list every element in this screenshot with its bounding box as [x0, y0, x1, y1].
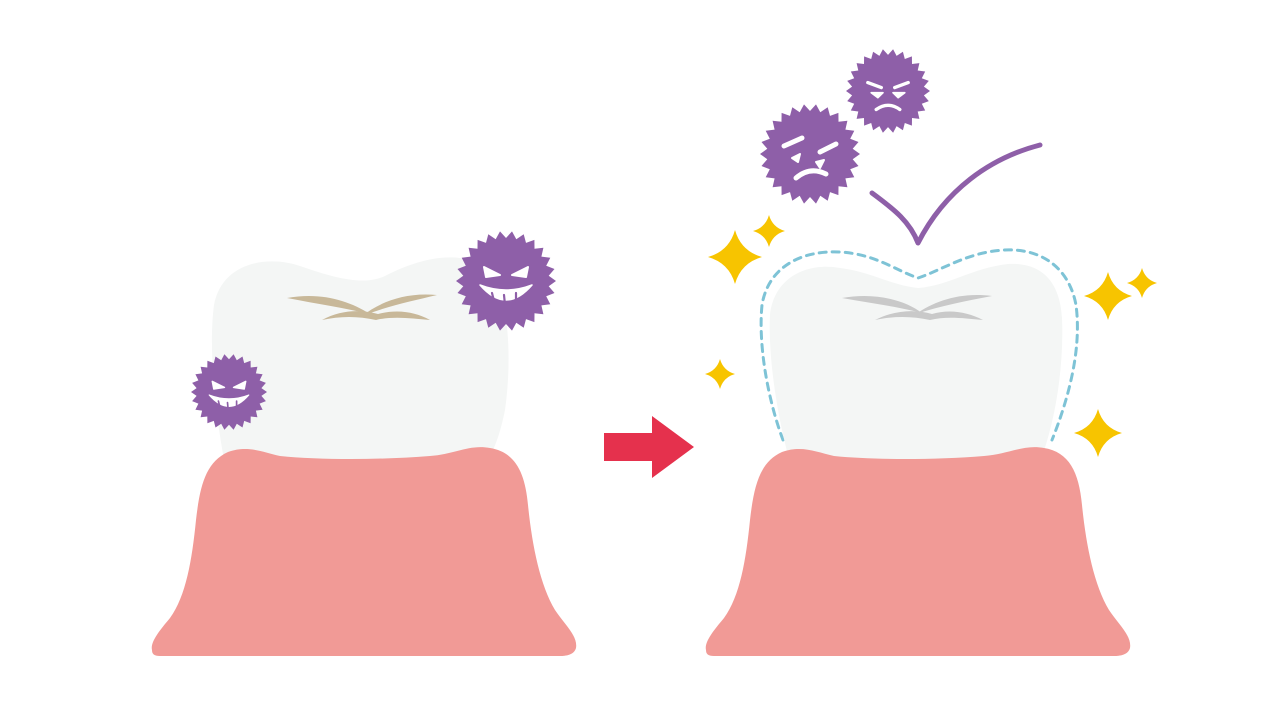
sparkle-icon — [1084, 272, 1132, 320]
sparkle-icon — [705, 359, 735, 389]
sparkle-icon — [1074, 409, 1122, 457]
sparkle-icon — [1127, 268, 1157, 298]
right-arrow-icon — [604, 416, 694, 478]
before-panel — [151, 231, 577, 656]
after-panel — [705, 49, 1157, 656]
tooth-fissure-clean — [842, 295, 992, 320]
germ-icon — [846, 49, 930, 133]
gum — [151, 447, 577, 656]
protective-coating-outline — [759, 248, 1079, 442]
tooth-crown-stained — [211, 257, 509, 472]
checkmark-icon — [869, 142, 1043, 246]
gum — [705, 447, 1131, 656]
sparkle-icon — [753, 215, 785, 247]
tooth-fissure-stain — [287, 294, 437, 320]
germ-icon — [191, 354, 267, 430]
germ-icon — [760, 104, 860, 204]
germ-icon — [456, 231, 556, 331]
sparkle-icon — [708, 230, 762, 284]
tooth-crown-clean — [769, 263, 1063, 462]
